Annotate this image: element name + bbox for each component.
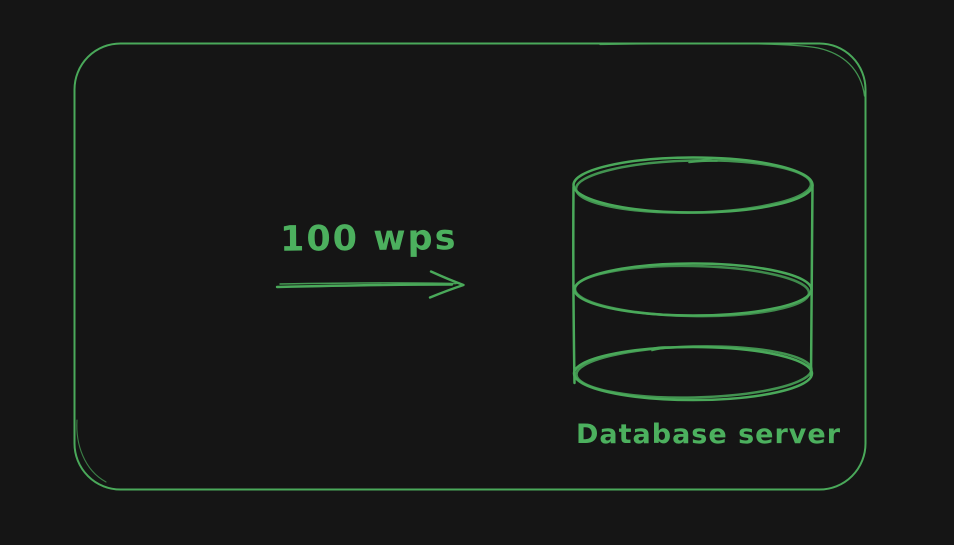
rate-label: 100 wps xyxy=(279,218,458,260)
database-icon xyxy=(572,156,814,402)
frame-border xyxy=(73,42,867,491)
flow-arrow xyxy=(275,270,465,299)
database-server-label: Database server xyxy=(576,419,842,450)
